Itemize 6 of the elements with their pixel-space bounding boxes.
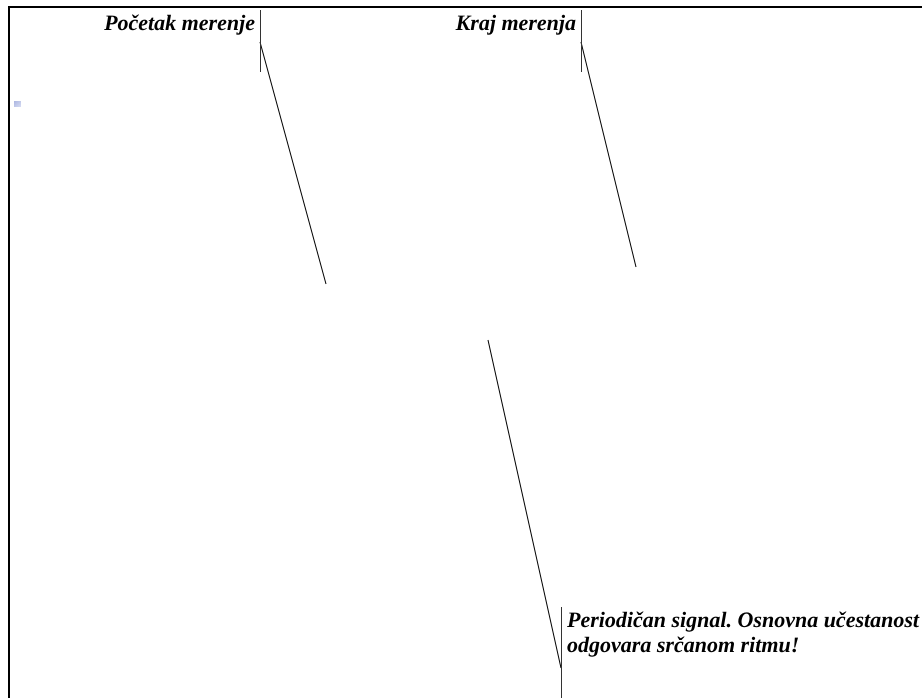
callout-text: Kraj merenja (400, 10, 582, 72)
callout-text: Periodičan signal. Osnovna učestanost odgovara srčanom ritmu! (561, 607, 922, 698)
leader-line (260, 42, 326, 284)
leader-line (488, 340, 562, 668)
callout-text: Početak merenje (90, 10, 261, 72)
leader-line (580, 42, 636, 268)
